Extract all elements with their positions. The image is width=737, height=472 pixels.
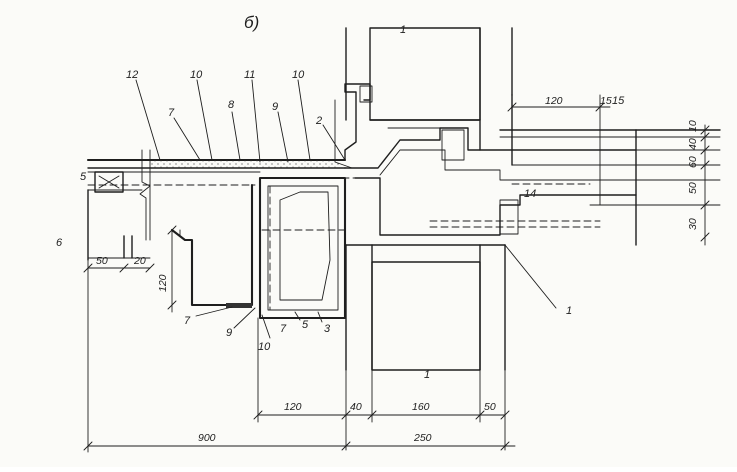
slab-layers bbox=[86, 149, 381, 241]
dimension-lines bbox=[83, 102, 710, 453]
upper-wall-block bbox=[345, 27, 513, 151]
dim-40-right: 40 bbox=[687, 138, 699, 150]
callout-8: 8 bbox=[228, 99, 235, 111]
callout-12: 12 bbox=[126, 69, 138, 81]
callout-5-bottom: 5 bbox=[302, 319, 309, 331]
callout-5-left: 5 bbox=[80, 171, 87, 183]
dim-40-bottom: 40 bbox=[350, 401, 362, 413]
dim-250: 250 bbox=[413, 432, 432, 444]
dim-60-right: 60 bbox=[687, 156, 699, 168]
dim-50-right: 50 bbox=[687, 182, 699, 194]
dim-120-bottom: 120 bbox=[284, 401, 302, 413]
dim-900: 900 bbox=[198, 432, 216, 444]
callout-1-right: 1 bbox=[566, 305, 572, 317]
dim-10-right: 10 bbox=[687, 120, 699, 132]
left-beam bbox=[87, 189, 151, 261]
callout-7-bottom: 7 bbox=[184, 315, 191, 327]
callout-1-top: 1 bbox=[400, 24, 406, 36]
panel-label: б) bbox=[244, 13, 259, 32]
callout-1-bottom: 1 bbox=[424, 369, 430, 381]
dim-50-bottom: 50 bbox=[484, 401, 496, 413]
right-beam bbox=[429, 94, 721, 246]
dim-160-bottom: 160 bbox=[412, 401, 430, 413]
callout-3: 3 bbox=[324, 323, 331, 335]
callout-9-top: 9 bbox=[272, 101, 278, 113]
dim-20-left: 20 bbox=[133, 255, 146, 267]
dim-15: 15 bbox=[600, 95, 612, 107]
dim-120-vertical: 120 bbox=[157, 274, 169, 292]
dim-120-top: 120 bbox=[545, 95, 563, 107]
callout-10-bottom: 10 bbox=[258, 341, 271, 353]
callout-7-right: 7 bbox=[280, 323, 287, 335]
callout-6: 6 bbox=[56, 237, 63, 249]
lower-wall-block bbox=[345, 244, 506, 371]
callout-2: 2 bbox=[315, 115, 322, 127]
callout-15: 15 bbox=[612, 95, 625, 107]
flashing-junction bbox=[334, 83, 637, 246]
callout-10-top-right: 10 bbox=[292, 69, 305, 81]
gutter-profile bbox=[170, 183, 254, 308]
leader-lines bbox=[135, 79, 557, 339]
dim-50-left: 50 bbox=[96, 255, 108, 267]
callout-7-top: 7 bbox=[168, 107, 175, 119]
callout-11: 11 bbox=[244, 69, 255, 81]
concrete-core bbox=[258, 176, 347, 320]
dim-30-right: 30 bbox=[687, 218, 699, 230]
callout-9-bottom: 9 bbox=[226, 327, 232, 339]
callout-10-top-left: 10 bbox=[190, 69, 203, 81]
callout-14: 14 bbox=[524, 188, 536, 200]
